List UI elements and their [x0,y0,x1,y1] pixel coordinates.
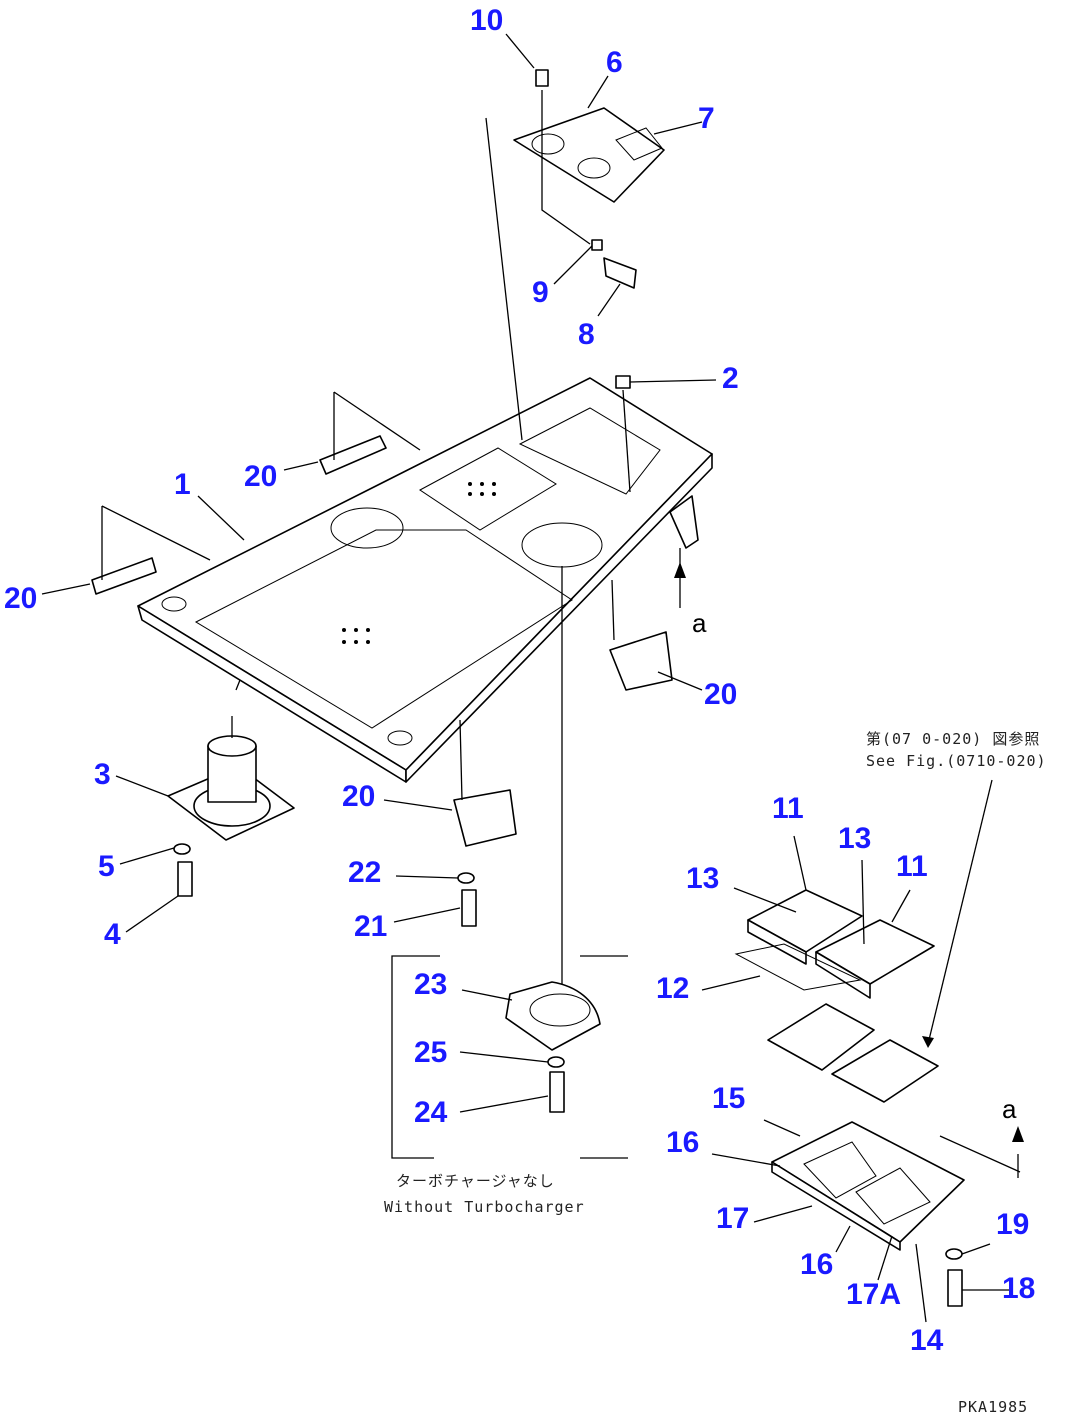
battery-group [734,889,1021,1307]
callout-11-a: 11 [772,792,804,825]
callout-4: 4 [104,918,121,951]
leader-lines [41,33,1012,1323]
callout-20-a: 20 [244,460,277,493]
callout-13-b: 13 [838,822,871,855]
callout-13-a: 13 [686,862,719,895]
callout-7: 7 [698,102,715,135]
callout-25: 25 [414,1036,447,1069]
callout-10: 10 [470,4,503,37]
inset-without-turbocharger [391,955,628,1159]
callout-9: 9 [532,276,549,309]
view-label-a-bottom: a [1002,1094,1017,1124]
top-plate [513,69,665,289]
callout-12: 12 [656,972,689,1005]
callout-24: 24 [414,1096,448,1129]
rubber-mount [167,735,295,897]
callout-19: 19 [996,1208,1029,1241]
callout-3: 3 [94,758,111,791]
callout-18: 18 [1002,1272,1035,1305]
callout-22: 22 [348,856,381,889]
callout-21: 21 [354,910,387,943]
bracket [91,435,699,847]
inset-caption-en: Without Turbocharger [384,1198,585,1216]
callout-17a: 17A [846,1278,901,1311]
callout-14: 14 [910,1324,944,1357]
callout-1: 1 [174,468,191,501]
callout-2: 2 [722,362,739,395]
floor-frame [137,377,713,783]
callout-17: 17 [716,1202,749,1235]
callout-16-a: 16 [666,1126,699,1159]
callout-5: 5 [98,850,115,883]
washer-22 [457,872,475,884]
bolt-pattern [342,482,496,644]
callout-20-c: 20 [704,678,737,711]
drawing-number: PKA1985 [958,1398,1028,1416]
callout-20-d: 20 [342,780,375,813]
inset-caption-jp: ターボチャージャなし [396,1172,555,1190]
bolt-21 [461,889,477,927]
callout-8: 8 [578,318,595,351]
view-label-a-top: a [692,608,707,638]
reference-note-jp: 第(07 0-020) 図参照 [866,730,1040,748]
callout-23: 23 [414,968,447,1001]
callout-11-b: 11 [896,850,928,883]
callout-20-b: 20 [4,582,37,615]
callout-15: 15 [712,1082,745,1115]
callout-6: 6 [606,46,623,79]
reference-note-en: See Fig.(0710-020) [866,752,1047,770]
callout-16-b: 16 [800,1248,833,1281]
